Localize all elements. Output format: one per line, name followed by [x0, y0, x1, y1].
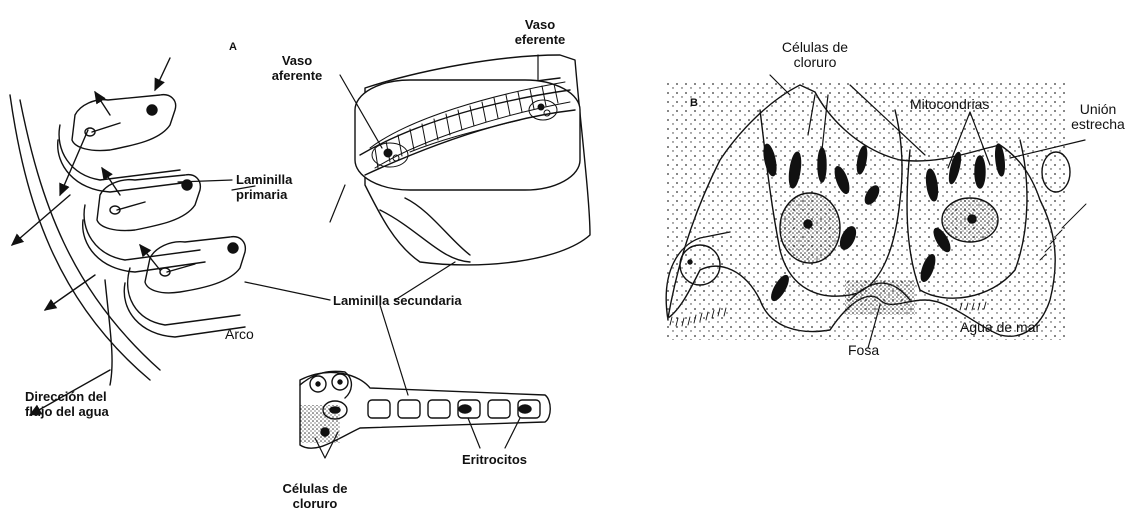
- water-flow-arrows: [12, 58, 170, 415]
- label-fosa: Fosa: [848, 343, 879, 358]
- apical-pit: [845, 280, 915, 315]
- label-agua-de-mar: Agua de mar: [960, 320, 1040, 335]
- label-union-estrecha: Unión estrecha: [1068, 102, 1128, 132]
- gill-filament-2: [83, 175, 205, 272]
- panel-b-tag: B: [690, 97, 698, 109]
- gill-filament-1: [58, 95, 190, 192]
- label-celulas-cloruro-b: Células de cloruro: [760, 40, 870, 70]
- label-direccion-flujo: Dirección del flujo del agua: [25, 389, 109, 419]
- label-vaso-eferente: Vaso eferente: [505, 17, 575, 47]
- label-mitocondrias: Mitocondrias: [910, 97, 989, 112]
- secondary-lamella-detail: [300, 371, 550, 448]
- label-arco: Arco: [225, 327, 254, 342]
- label-eritrocitos: Eritrocitos: [462, 452, 527, 467]
- label-laminilla-primaria: Laminilla primaria: [236, 172, 292, 202]
- label-vaso-aferente: Vaso aferente: [262, 53, 332, 83]
- label-laminilla-secundaria: Laminilla secundaria: [333, 293, 462, 308]
- label-celulas-cloruro-a: Células de cloruro: [275, 481, 355, 511]
- panel-a-tag: A: [229, 41, 237, 53]
